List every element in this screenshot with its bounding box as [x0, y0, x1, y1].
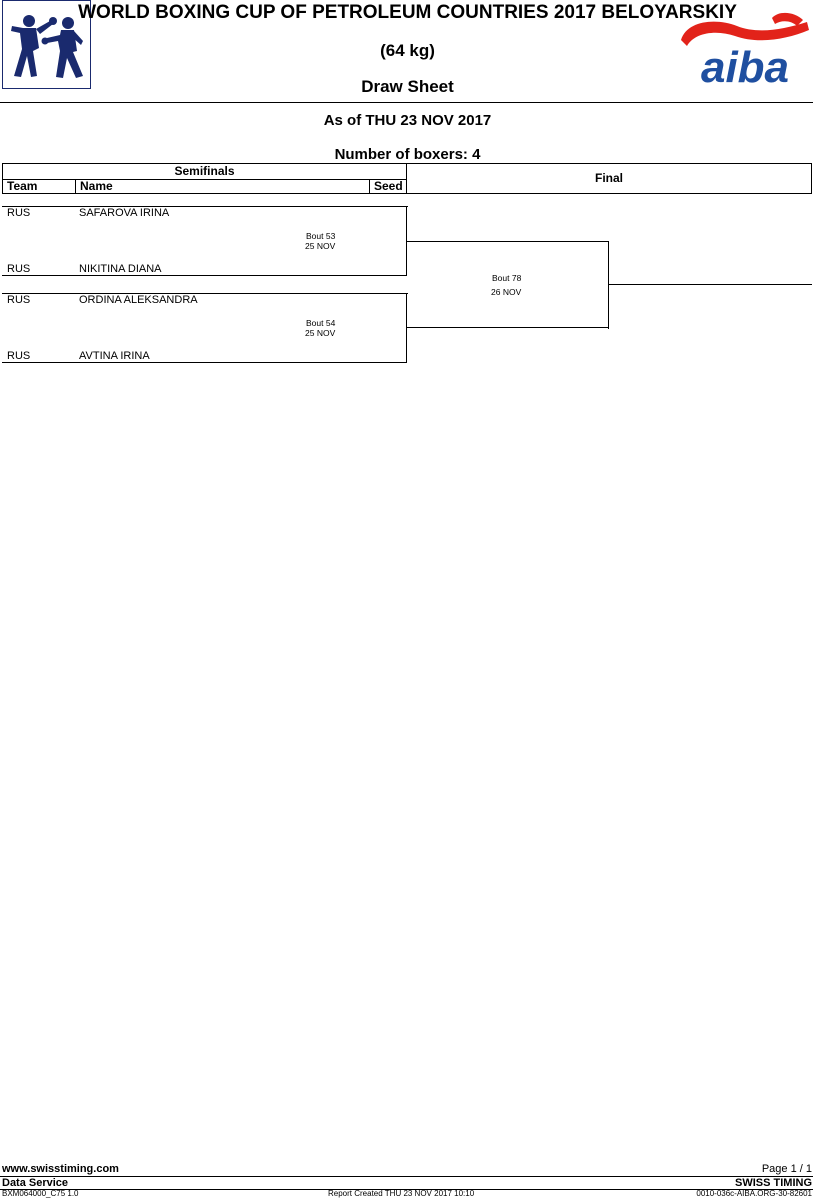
footer-ref-code: 0010-036c-AIBA.ORG-30-82601: [696, 1189, 812, 1198]
semifinals-label: Semifinals: [174, 164, 235, 178]
aiba-logo: aiba: [677, 0, 813, 92]
semifinals-header: Semifinals Team Name Seed: [2, 163, 407, 194]
footer-data-service: Data Service: [2, 1177, 69, 1189]
boxers-silhouette-icon: [11, 15, 83, 78]
boxer-team: RUS: [7, 207, 31, 219]
aiba-logo-text: aiba: [701, 43, 789, 89]
footer-swiss-timing: SWISS TIMING: [735, 1177, 812, 1189]
aiba-logo-icon: aiba: [681, 12, 809, 92]
bout-label: Bout 54: [306, 318, 336, 328]
boxer-name: ORDINA ALEKSANDRA: [79, 294, 198, 306]
header-row-divider: [3, 179, 406, 180]
bout-date: 26 NOV: [491, 287, 522, 297]
weight-class: (64 kg): [380, 41, 435, 60]
bracket-line: [2, 206, 408, 207]
team-column-divider: [75, 179, 76, 193]
boxer-name: SAFAROVA IRINA: [79, 207, 170, 219]
boxing-logo: [2, 0, 91, 89]
final-label: Final: [594, 171, 623, 185]
boxer-team: RUS: [7, 294, 31, 306]
document-type: Draw Sheet: [361, 77, 454, 96]
final-header: Final: [406, 163, 812, 194]
seed-column-divider: [369, 179, 370, 193]
header-divider: [0, 102, 813, 103]
footer-doc-code: BXM064000_C75 1.0: [2, 1189, 79, 1198]
bout-date: 25 NOV: [305, 241, 336, 251]
team-column-header: Team: [7, 179, 38, 193]
boxer-team: RUS: [7, 263, 31, 275]
bracket-line: [407, 327, 609, 328]
bracket-line: [406, 206, 407, 276]
bracket-line: [406, 293, 407, 363]
footer-report-created: Report Created THU 23 NOV 2017 10:10: [328, 1189, 475, 1198]
footer-divider: [0, 1189, 813, 1190]
seed-column-header: Seed: [374, 179, 403, 193]
bout-date: 25 NOV: [305, 328, 336, 338]
bracket-line: [2, 362, 407, 363]
event-title: WORLD BOXING CUP OF PETROLEUM COUNTRIES …: [78, 2, 737, 23]
number-of-boxers: Number of boxers: 4: [334, 146, 481, 163]
name-column-header: Name: [80, 179, 113, 193]
footer-divider: [0, 1176, 813, 1177]
boxer-name: NIKITINA DIANA: [79, 263, 162, 275]
winner-line: [609, 284, 812, 285]
footer-page-number: Page 1 / 1: [761, 1163, 812, 1175]
bracket-line: [2, 293, 408, 294]
bracket-line: [407, 241, 609, 242]
footer-website: www.swisstiming.com: [2, 1163, 119, 1175]
bracket-line: [608, 241, 609, 329]
as-of-date: As of THU 23 NOV 2017: [323, 112, 492, 129]
boxer-name: AVTINA IRINA: [79, 350, 150, 362]
bout-label: Bout 78: [492, 273, 522, 283]
boxer-team: RUS: [7, 350, 31, 362]
bracket-line: [2, 275, 407, 276]
bout-label: Bout 53: [306, 231, 336, 241]
